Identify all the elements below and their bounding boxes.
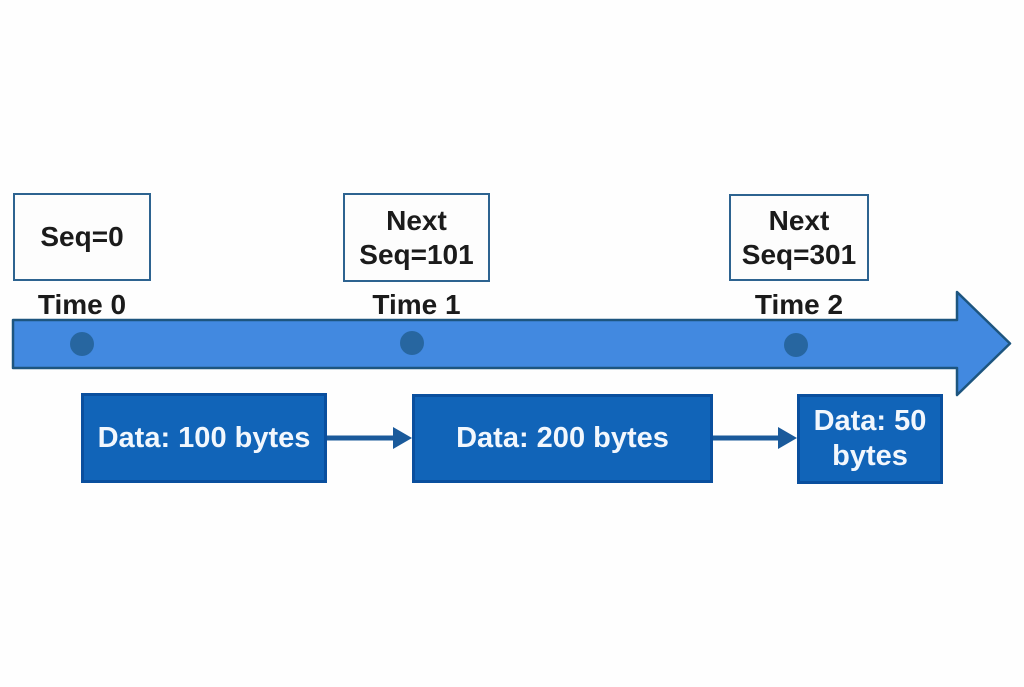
seq-box-time2: Next Seq=301 bbox=[729, 194, 869, 281]
seq-box-time1-label: Next Seq=101 bbox=[359, 204, 474, 270]
seq-box-time0: Seq=0 bbox=[13, 193, 151, 281]
timeline-arrow-icon bbox=[11, 290, 1012, 397]
data-box-200-bytes: Data: 200 bytes bbox=[412, 394, 713, 483]
data-box-50-bytes-label: Data: 50 bytes bbox=[813, 405, 927, 472]
data-box-100-bytes: Data: 100 bytes bbox=[81, 393, 327, 483]
data-box-200-bytes-label: Data: 200 bytes bbox=[456, 422, 669, 455]
connector-arrow-1 bbox=[327, 427, 412, 449]
time-label-2: Time 2 bbox=[754, 289, 844, 320]
data-box-100-bytes-label: Data: 100 bytes bbox=[97, 421, 311, 454]
time-label-1: Time 1 bbox=[372, 289, 461, 320]
timeline-dot-time1 bbox=[400, 331, 424, 355]
seq-box-time0-label: Seq=0 bbox=[40, 221, 124, 253]
seq-box-time2-label: Next Seq=301 bbox=[741, 204, 857, 270]
timeline-dot-time2 bbox=[784, 333, 808, 357]
data-box-50-bytes: Data: 50 bytes bbox=[797, 394, 943, 484]
connector-arrow-2 bbox=[713, 427, 797, 449]
seq-box-time1: Next Seq=101 bbox=[343, 193, 490, 282]
timeline-dot-time0 bbox=[70, 332, 94, 356]
time-label-0: Time 0 bbox=[37, 289, 127, 320]
